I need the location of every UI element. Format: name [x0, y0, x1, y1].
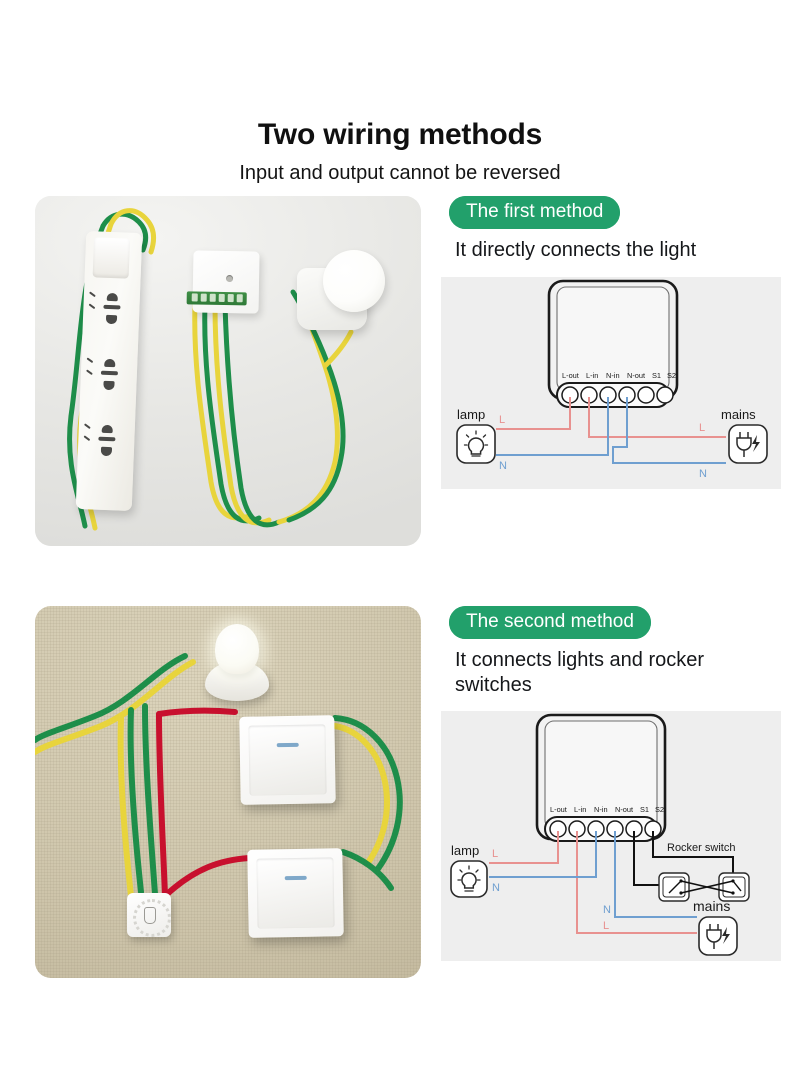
- mains-icon: [728, 424, 768, 465]
- module-ring: [133, 899, 171, 937]
- svg-text:L-out: L-out: [550, 805, 567, 814]
- badge-first-method: The first method: [449, 196, 621, 229]
- diagram-second-method: L-out L-in N-in N-out S1 S2: [441, 711, 781, 962]
- rocker-switch-label: Rocker switch: [667, 842, 735, 854]
- light-bulb: [215, 624, 259, 674]
- first-method-content: The first method It directly connects th…: [441, 196, 781, 546]
- lamp-icon: [456, 424, 496, 465]
- light-bulb: [323, 250, 385, 312]
- mains-icon: [698, 916, 738, 956]
- lead-second-method: It connects lights and rocker switches: [455, 648, 705, 697]
- power-strip-switch: [92, 237, 131, 279]
- power-strip-outlet: [86, 355, 128, 400]
- diagram-first-method: L-out L-in N-in N-out S1 S2: [441, 277, 781, 490]
- svg-text:L-in: L-in: [574, 805, 586, 814]
- svg-text:L: L: [603, 920, 609, 932]
- page-header: Two wiring methods Input and output cann…: [0, 0, 800, 184]
- power-strip-outlet: [83, 421, 125, 466]
- svg-text:L: L: [699, 422, 705, 434]
- photo-first-method: [35, 196, 421, 546]
- mains-label: mains: [693, 898, 730, 914]
- rocker-switch-face[interactable]: [256, 857, 335, 929]
- lamp-icon: [450, 860, 488, 898]
- svg-text:N-in: N-in: [606, 371, 620, 380]
- smart-switch-module: [186, 250, 260, 314]
- svg-text:L-in: L-in: [586, 371, 598, 380]
- smart-switch-module: [127, 893, 171, 937]
- module-button: [226, 275, 234, 283]
- lamp-label: lamp: [457, 407, 485, 422]
- method-row-second: The second method It connects lights and…: [0, 606, 800, 978]
- badge-wrap-second: The second method: [441, 606, 781, 639]
- photo-second-method: [35, 606, 421, 978]
- method-row-first: The first method It directly connects th…: [0, 196, 800, 546]
- svg-text:N-out: N-out: [627, 371, 645, 380]
- second-method-content: The second method It connects lights and…: [441, 606, 781, 978]
- svg-text:S1: S1: [652, 371, 661, 380]
- rocker-switch-indicator: [284, 875, 307, 881]
- lead-first-method: It directly connects the light: [455, 238, 697, 261]
- lamp-label: lamp: [451, 843, 479, 858]
- power-strip: [75, 231, 143, 511]
- svg-text:N-out: N-out: [615, 805, 633, 814]
- svg-text:N: N: [499, 460, 507, 472]
- photo-wires: [35, 629, 403, 899]
- page-subtitle: Input and output cannot be reversed: [239, 162, 561, 184]
- module-plug-glyph: [144, 907, 156, 924]
- power-strip-outlet: [88, 289, 130, 334]
- rocker-switch-box: [718, 872, 750, 902]
- svg-text:L: L: [499, 414, 505, 426]
- module-terminal-block: [186, 291, 247, 306]
- page-title: Two wiring methods: [257, 118, 543, 151]
- rocker-switch-face[interactable]: [248, 724, 327, 796]
- svg-text:L: L: [492, 848, 498, 860]
- mains-label: mains: [721, 407, 756, 422]
- badge-second-method: The second method: [449, 606, 651, 639]
- svg-text:N: N: [603, 904, 611, 916]
- rocker-switch[interactable]: [239, 715, 336, 805]
- svg-text:N: N: [492, 882, 500, 894]
- svg-text:S2: S2: [655, 805, 664, 814]
- svg-text:N-in: N-in: [594, 805, 608, 814]
- svg-text:L-out: L-out: [562, 371, 579, 380]
- svg-text:S2: S2: [667, 371, 676, 380]
- rocker-switch-indicator: [276, 742, 299, 748]
- rocker-switch[interactable]: [247, 848, 344, 938]
- svg-text:N: N: [699, 468, 707, 480]
- rocker-switch-box: [658, 872, 690, 902]
- badge-wrap-first: The first method: [441, 196, 781, 229]
- svg-text:S1: S1: [640, 805, 649, 814]
